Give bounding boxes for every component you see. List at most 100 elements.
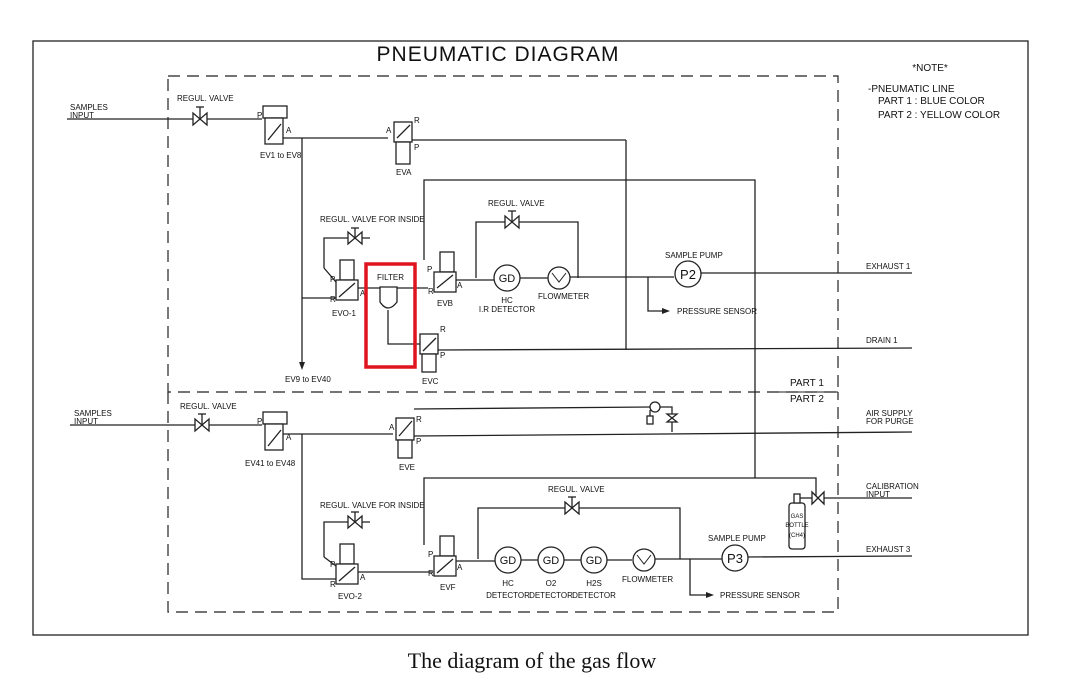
evf-port-p: P bbox=[428, 550, 433, 559]
regul-valve-1 bbox=[192, 106, 208, 127]
outer-frame bbox=[32, 40, 1029, 636]
pressure-sensor-1-label: PRESSURE SENSOR bbox=[677, 307, 757, 316]
exhaust3-label: EXHAUST 3 bbox=[866, 545, 911, 554]
sample-pump-p2 bbox=[674, 260, 702, 288]
note-line-3: PART 2 : YELLOW COLOR bbox=[878, 110, 1000, 121]
regul-inside-valve-1 bbox=[347, 227, 363, 246]
exhaust1-label: EXHAUST 1 bbox=[866, 262, 911, 271]
evf-port-a: A bbox=[457, 563, 463, 572]
evo2-port-p: P bbox=[330, 560, 335, 569]
ev1-port-a: A bbox=[286, 126, 292, 135]
flowmeter-1-label: FLOWMETER bbox=[538, 292, 589, 301]
evf-label: EVF bbox=[440, 583, 456, 592]
eve-port-a: A bbox=[389, 423, 395, 432]
ev41-label: EV41 to EV48 bbox=[245, 459, 296, 468]
h2s-label: H2S bbox=[586, 579, 602, 588]
samples-input-1-label: SAMPLES bbox=[70, 103, 108, 112]
evo1-port-a: A bbox=[360, 289, 366, 298]
ev1-valve bbox=[262, 105, 288, 145]
eve-valve bbox=[395, 417, 415, 459]
regul-valve-3-label: REGUL. VALVE bbox=[180, 402, 237, 411]
drain1-label: DRAIN 1 bbox=[866, 336, 898, 345]
evo1-label: EVO-1 bbox=[332, 309, 357, 318]
note-line-2: PART 1 : BLUE COLOR bbox=[878, 96, 985, 107]
note-heading: *NOTE* bbox=[912, 63, 948, 74]
evb-port-r: R bbox=[428, 287, 434, 296]
pressure-sensor-2-label: PRESSURE SENSOR bbox=[720, 591, 800, 600]
flowmeter-2-label: FLOWMETER bbox=[622, 575, 673, 584]
ir-detector-gd: GD bbox=[499, 273, 516, 285]
regul-valve-2-label: REGUL. VALVE bbox=[488, 199, 545, 208]
sample-pump-1-label: SAMPLE PUMP bbox=[665, 251, 723, 260]
regul-valve-4 bbox=[564, 496, 580, 516]
ir-detector-hc: HC bbox=[501, 296, 513, 305]
evc-label: EVC bbox=[422, 377, 439, 386]
evb-label: EVB bbox=[437, 299, 453, 308]
evc-port-p: P bbox=[440, 351, 445, 360]
calibration-valve bbox=[811, 490, 825, 506]
part1-label: PART 1 bbox=[790, 378, 824, 389]
caption: The diagram of the gas flow bbox=[408, 648, 657, 673]
evb-port-a: A bbox=[457, 281, 463, 290]
eva-port-p: P bbox=[414, 143, 419, 152]
part1-boundary bbox=[167, 75, 839, 393]
evo1-port-p: P bbox=[330, 275, 335, 284]
note-line-1: -PNEUMATIC LINE bbox=[868, 84, 955, 95]
evc-valve bbox=[419, 333, 439, 373]
air-supply-regulator bbox=[646, 401, 679, 432]
ev41-port-a: A bbox=[286, 433, 292, 442]
evf-valve bbox=[433, 535, 457, 577]
hc-label: HC bbox=[502, 579, 514, 588]
sample-pump-p3 bbox=[721, 544, 749, 572]
o2-detector-gd: GD bbox=[543, 555, 560, 567]
filter-highlight bbox=[364, 262, 417, 369]
regul-inside-2-label: REGUL. VALVE FOR INSIDE bbox=[320, 501, 425, 510]
samples-input-2-label: SAMPLES bbox=[74, 409, 112, 418]
regul-valve-4-label: REGUL. VALVE bbox=[548, 485, 605, 494]
calibration-label-a: CALIBRATION bbox=[866, 482, 919, 491]
part2-label: PART 2 bbox=[790, 394, 824, 405]
ev41-port-p: P bbox=[257, 417, 262, 426]
p2-label: P2 bbox=[680, 267, 696, 282]
regul-valve-3 bbox=[194, 413, 210, 433]
air-supply-label-b: FOR PURGE bbox=[866, 417, 914, 426]
gas-bottle bbox=[788, 493, 806, 550]
filter bbox=[379, 286, 420, 345]
evo2-label: EVO-2 bbox=[338, 592, 363, 601]
evo2-valve bbox=[335, 543, 359, 585]
hc-detector-gd: GD bbox=[500, 555, 517, 567]
eva-port-a: A bbox=[386, 126, 392, 135]
evo2-port-a: A bbox=[360, 573, 366, 582]
down-arrow bbox=[299, 362, 305, 370]
regul-inside-1-label: REGUL. VALVE FOR INSIDE bbox=[320, 215, 425, 224]
eve-port-r: R bbox=[416, 415, 422, 424]
evo2-port-r: R bbox=[330, 580, 336, 589]
gas-bottle-label-2: BOTTLE bbox=[785, 523, 808, 529]
eva-label: EVA bbox=[396, 168, 412, 177]
p3-label: P3 bbox=[727, 551, 743, 566]
evb-valve bbox=[433, 251, 457, 293]
ir-detector-label: I.R DETECTOR bbox=[479, 305, 536, 314]
filter-label: FILTER bbox=[377, 273, 404, 282]
samples-input-2-label-b: INPUT bbox=[74, 417, 98, 426]
eve-label: EVE bbox=[399, 463, 415, 472]
evb-port-p: P bbox=[427, 265, 432, 274]
flowmeter-2 bbox=[632, 548, 656, 572]
ev41-valve bbox=[262, 411, 288, 451]
ev1-port-p: P bbox=[257, 111, 262, 120]
evf-port-r: R bbox=[428, 569, 434, 578]
evo1-port-r: R bbox=[330, 295, 336, 304]
evo1-valve bbox=[335, 259, 359, 301]
eve-port-p: P bbox=[416, 437, 421, 446]
ev1-label: EV1 to EV8 bbox=[260, 151, 302, 160]
part2-boundary bbox=[167, 392, 839, 613]
air-supply-label-a: AIR SUPPLY bbox=[866, 409, 913, 418]
flowmeter-1 bbox=[547, 266, 571, 290]
hc-detector-label: DETECTOR bbox=[486, 591, 530, 600]
eva-port-r: R bbox=[414, 116, 420, 125]
eva-valve bbox=[393, 121, 413, 165]
h2s-detector-label: DETECTOR bbox=[572, 591, 616, 600]
regul-valve-1-label: REGUL. VALVE bbox=[177, 94, 234, 103]
regul-valve-2 bbox=[504, 210, 520, 230]
